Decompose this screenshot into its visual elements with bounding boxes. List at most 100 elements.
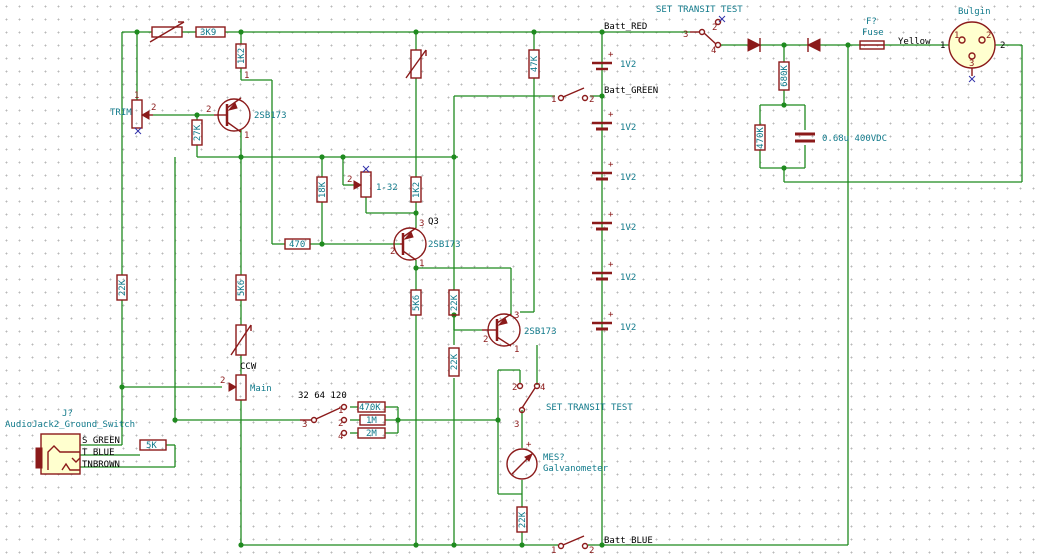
- audio-jack: S GREEN T BLUE TNBROWN J? AudioJack2_Gro…: [5, 409, 135, 475]
- switch-set-transit-mid: 2 4 3 SET TRANSIT TEST: [512, 382, 633, 430]
- svg-text:Yellow: Yellow: [898, 37, 931, 47]
- svg-text:+: +: [608, 260, 614, 270]
- svg-text:1: 1: [419, 259, 424, 269]
- svg-text:+: +: [608, 160, 614, 170]
- svg-text:1: 1: [551, 95, 556, 105]
- svg-text:1: 1: [954, 31, 959, 41]
- svg-text:MES?: MES?: [543, 453, 565, 463]
- resistor-22k-low: 22K: [448, 347, 460, 377]
- svg-text:2: 2: [390, 247, 395, 257]
- transistor-low: 2 2SB173: [482, 313, 557, 347]
- resistor-22k-mid: 22K: [448, 289, 460, 316]
- resistor-1k2-mid: 1K2: [410, 176, 422, 203]
- svg-text:2: 2: [712, 23, 717, 33]
- svg-text:47K: 47K: [530, 55, 540, 72]
- svg-text:2: 2: [986, 31, 991, 41]
- svg-text:2: 2: [206, 105, 211, 115]
- svg-text:2SB173: 2SB173: [524, 327, 557, 337]
- svg-text:18K: 18K: [318, 181, 328, 198]
- svg-text:T BLUE: T BLUE: [82, 448, 115, 458]
- svg-text:+: +: [608, 50, 614, 60]
- bulgin-connector: 1 2 3 1 2 Bulgin: [940, 7, 1005, 83]
- svg-text:3K9: 3K9: [200, 28, 216, 38]
- svg-text:+: +: [608, 110, 614, 120]
- svg-text:22K: 22K: [450, 294, 460, 311]
- resistor-5k6-mid: 5K6: [410, 289, 422, 316]
- potentiometer-main: 2 CCW Main: [220, 362, 272, 401]
- svg-text:0.68u 400VDC: 0.68u 400VDC: [822, 134, 887, 144]
- pin-numbers: 1 1 3 1 3 1 1: [134, 71, 519, 355]
- svg-text:1V2: 1V2: [620, 60, 636, 70]
- svg-text:Batt_BLUE: Batt_BLUE: [604, 536, 653, 546]
- capacitor: 0.68u 400VDC: [795, 132, 887, 144]
- svg-text:3: 3: [514, 311, 519, 321]
- battery-cell-6: +1V2: [592, 310, 636, 333]
- svg-text:470K: 470K: [756, 127, 766, 149]
- resistor-3k9: 3K9: [195, 26, 226, 38]
- resistor-470: 470: [284, 238, 311, 250]
- svg-text:Batt_GREEN: Batt_GREEN: [604, 86, 658, 96]
- svg-text:S GREEN: S GREEN: [82, 436, 120, 446]
- svg-text:2M: 2M: [366, 429, 377, 439]
- battery-cell-3: +1V2: [592, 160, 636, 183]
- svg-text:2: 2: [1000, 41, 1005, 51]
- svg-text:Q3: Q3: [428, 217, 439, 227]
- variable-resistor-left: [230, 324, 252, 356]
- svg-text:32 64 120: 32 64 120: [298, 391, 347, 401]
- resistor-47k: 47K: [528, 49, 540, 79]
- resistor-470k-psu: 470K: [754, 124, 766, 151]
- junctions: [119, 29, 851, 548]
- resistor-2m-range: 2M: [357, 427, 386, 439]
- svg-text:4: 4: [540, 383, 545, 393]
- svg-text:SET TRANSIT TEST: SET TRANSIT TEST: [656, 5, 743, 15]
- svg-text:1K2: 1K2: [412, 182, 422, 198]
- resistor-5k6-left: 5K6: [235, 274, 247, 301]
- svg-text:1-32: 1-32: [376, 183, 398, 193]
- svg-text:22K: 22K: [518, 511, 528, 528]
- potentiometer-trim: 2 TRIM: [110, 99, 156, 135]
- svg-text:Galvanometer: Galvanometer: [543, 464, 609, 474]
- svg-text:2: 2: [338, 419, 343, 429]
- svg-text:3: 3: [419, 219, 424, 229]
- svg-text:1: 1: [338, 406, 343, 416]
- svg-text:680K: 680K: [780, 65, 790, 87]
- svg-text:Main: Main: [250, 384, 272, 394]
- resistor-1k2-top: 1K2: [235, 43, 247, 69]
- svg-text:470: 470: [289, 240, 305, 250]
- wires: [80, 31, 1023, 546]
- svg-text:22K: 22K: [450, 353, 460, 370]
- variable-resistor-top: [149, 21, 185, 43]
- battery-cell-5: +1V2: [592, 260, 636, 283]
- svg-text:Bulgin: Bulgin: [958, 7, 991, 17]
- svg-text:+: +: [608, 310, 614, 320]
- resistor-27k: 27K: [191, 119, 203, 146]
- switch-batt-green: 1 2: [551, 87, 594, 105]
- svg-text:2: 2: [589, 546, 594, 556]
- svg-text:1: 1: [551, 546, 556, 556]
- svg-text:F?: F?: [866, 17, 877, 27]
- resistor-470k-range: 470K: [357, 401, 386, 413]
- svg-text:2: 2: [483, 335, 488, 345]
- switch-range: 3 1 2 4 32 64 120: [298, 391, 348, 442]
- svg-text:1M: 1M: [366, 416, 377, 426]
- svg-text:1V2: 1V2: [620, 223, 636, 233]
- svg-text:TRIM: TRIM: [110, 108, 132, 118]
- resistor-18k: 18K: [316, 176, 328, 203]
- potentiometer-1-32: 2 1-32: [347, 165, 398, 198]
- switch-set-transit-top: 3 2 4 SET TRANSIT TEST: [656, 5, 743, 56]
- svg-text:2: 2: [347, 175, 352, 185]
- diode-left: [747, 38, 762, 52]
- galvanometer: + MES? Galvanometer: [506, 440, 609, 480]
- svg-text:27K: 27K: [193, 124, 203, 141]
- svg-text:1: 1: [514, 345, 519, 355]
- resistor-680k: 680K: [778, 61, 790, 91]
- svg-text:1V2: 1V2: [620, 173, 636, 183]
- svg-text:CCW: CCW: [240, 362, 257, 372]
- svg-text:2: 2: [151, 103, 156, 113]
- svg-text:470K: 470K: [359, 403, 381, 413]
- svg-text:2SB173: 2SB173: [254, 111, 287, 121]
- variable-resistor-mid: [405, 49, 427, 79]
- svg-text:4: 4: [338, 432, 343, 442]
- battery-stack: +1V2 +1V2 +1V2 +1V2 +1V2 +1V2 Batt_RED B…: [592, 22, 658, 546]
